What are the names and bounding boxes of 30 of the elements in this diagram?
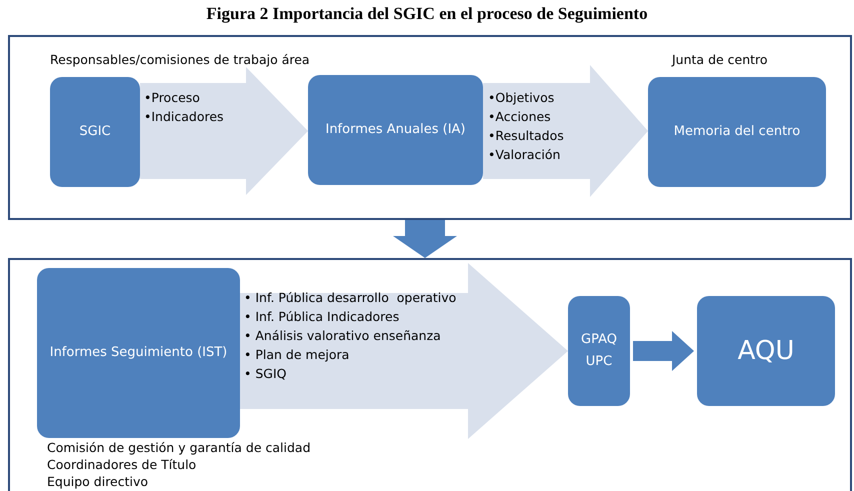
process-box: Informes Anuales (IA) [308,75,483,185]
bullet-item: •Resultados [488,128,564,144]
bullet-item: • SGIQ [244,366,286,382]
process-box: Memoria del centro [648,77,826,187]
bullet-item: •Indicadores [144,109,224,125]
block-arrow [633,331,694,371]
bullet-item: • Plan de mejora [244,347,350,363]
bullet-item: •Proceso [144,90,200,106]
caption-text: Coordinadores de Título [47,457,196,473]
bullet-item: •Objetivos [488,90,554,106]
bullet-item: • Análisis valorativo enseñanza [244,328,441,344]
bullet-item: • Inf. Pública Indicadores [244,309,400,325]
caption-text: Responsables/comisiones de trabajo área [50,52,310,68]
block-arrow [240,263,568,439]
panel-frame [8,35,852,220]
process-box: Informes Seguimiento (IST) [37,268,240,438]
caption-text: Junta de centro [672,52,768,68]
block-arrow [140,67,308,195]
block-arrow [483,65,648,197]
caption-text: Equipo directivo [47,474,148,490]
process-box: AQU [697,296,835,406]
figure-title: Figura 2 Importancia del SGIC en el proceso de Seguimiento [205,4,649,24]
process-box: SGIC [50,77,140,187]
bullet-item: •Acciones [488,109,551,125]
block-arrow [393,220,457,258]
process-box: GPAQ UPC [568,296,630,406]
bullet-item: • Inf. Pública desarrollo operativo [244,290,456,306]
bullet-item: •Valoración [488,147,560,163]
caption-text: Comisión de gestión y garantía de calidad [47,440,311,456]
panel-frame [8,258,852,491]
